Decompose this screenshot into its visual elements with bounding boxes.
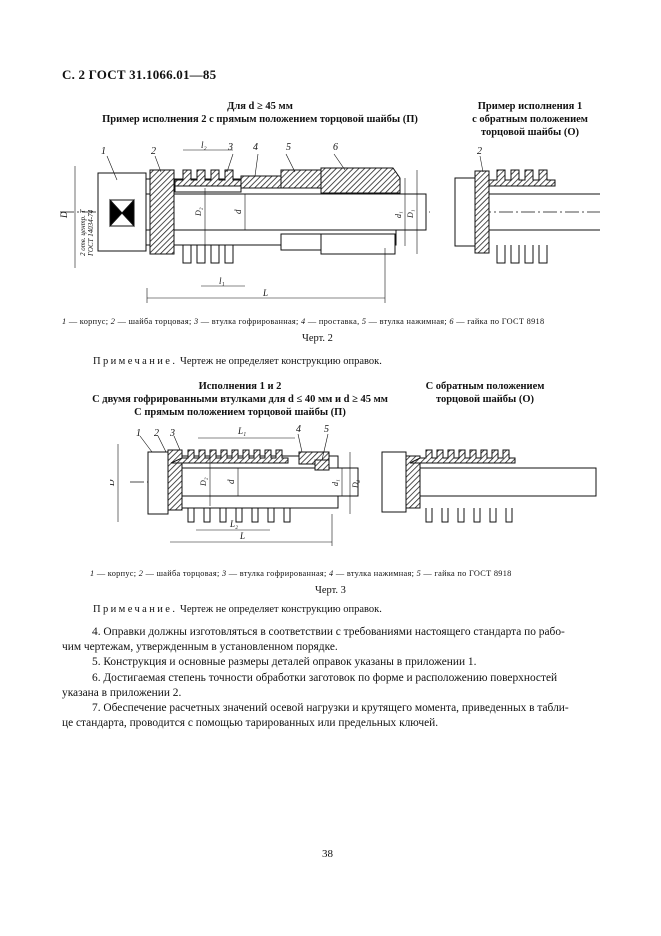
fig2-label-l1: l₁ xyxy=(219,276,225,286)
fig2-caption: Черт. 2 xyxy=(302,333,333,344)
legend-item: 1 — корпус; xyxy=(90,569,139,578)
page-number: 38 xyxy=(322,848,333,860)
fig2-label-d: d xyxy=(233,209,243,214)
note-2: Примечание. Чертеж не определяет констру… xyxy=(93,604,382,615)
fig2-heading-line: Пример исполнения 1 xyxy=(477,101,583,112)
fig3-labels: 1 2 3 4 5 L₁ L₂ L D D₂ d d₁ D₁ xyxy=(110,424,360,541)
legend-item: 5 — гайка по ГОСТ 8918 xyxy=(416,569,512,578)
legend-item: 1 — корпус; xyxy=(62,317,111,326)
fig3-label-L: L xyxy=(239,531,245,541)
fig2-heading-line: с обратным положением xyxy=(472,114,588,125)
fig2-legend: 1 — корпус; 2 — шайба торцовая; 3 — втул… xyxy=(62,317,544,326)
fig2-heading-left: Для d ≥ 45 мм Пример исполнения 2 с прям… xyxy=(95,100,425,126)
fig2-label-cone-std: ГОСТ 14034-74 xyxy=(87,209,95,257)
fig3-label-D: D xyxy=(110,479,116,487)
fig3-legend: 1 — корпус; 2 — шайба торцовая; 3 — втул… xyxy=(90,569,512,578)
fig3-heading-line: С двумя гофрированными втулками для d ≤ … xyxy=(92,394,388,405)
legend-item: 3 — втулка гофрированная; xyxy=(193,317,302,326)
fig2-label-3: 3 xyxy=(227,142,233,153)
fig3-reverse-view xyxy=(381,449,597,523)
legend-item: 4 — втулка нажимная; xyxy=(329,569,417,578)
fig2-heading-right: Пример исполнения 1 с обратным положение… xyxy=(455,100,605,139)
fig3-label-d1: d₁ xyxy=(331,479,340,486)
paragraph-4: 4. Оправки должны изготовляться в соотве… xyxy=(62,626,565,654)
fig2-label-D: D xyxy=(59,211,69,219)
fig3-label-4: 4 xyxy=(296,424,301,435)
fig2-heading-line: Для d ≥ 45 мм xyxy=(227,101,293,112)
legend-item: 6 — гайка по ГОСТ 8918 xyxy=(449,317,545,326)
fig2-label-5: 5 xyxy=(286,142,291,153)
fig3-heading-line: торцовой шайбы (О) xyxy=(435,394,535,405)
fig3-label-3: 3 xyxy=(169,428,175,439)
legend-item: 4 — проставка, xyxy=(301,317,362,326)
fig3-heading-line: С обратным положением xyxy=(425,381,545,392)
fig2-label-L: L xyxy=(262,288,268,298)
fig2-heading-line: торцовой шайбы (О) xyxy=(480,127,580,138)
fig2-label-d1: d₁ xyxy=(394,211,403,218)
fig3-label-d: d xyxy=(226,479,236,484)
fig3-label-L1: L₁ xyxy=(237,426,246,436)
fig2-drawing: 1 2 3 4 5 6 l₂ l₁ L D D₂ d d₁ D₁ 2 отв. … xyxy=(59,140,600,303)
fig2-label-l2: l₂ xyxy=(201,140,207,150)
legend-item: 3 — втулка гофрированная; xyxy=(221,569,330,578)
fig3-label-1: 1 xyxy=(136,428,141,439)
fig2-labels: 1 2 3 4 5 6 l₂ l₁ L D D₂ d d₁ D₁ 2 отв. … xyxy=(59,140,415,298)
body-text: 4. Оправки должны изготовляться в соотве… xyxy=(62,625,602,731)
fig3-label-5: 5 xyxy=(324,424,329,435)
fig3-heading-line: Исполнения 1 и 2 xyxy=(198,381,282,392)
fig2-label-cone: 2 отв. центр. Т xyxy=(79,208,87,256)
page-header: С. 2 ГОСТ 31.1066.01—85 xyxy=(62,67,217,82)
fig3-label-L2: L₂ xyxy=(229,519,238,529)
legend-item: 5 — втулка нажимная; xyxy=(361,317,450,326)
legend-item: 2 — шайба торцовая; xyxy=(138,569,222,578)
fig2-label-2: 2 xyxy=(151,146,156,157)
fig3-label-2: 2 xyxy=(154,428,159,439)
legend-item: 2 — шайба торцовая; xyxy=(110,317,194,326)
fig2-label-1: 1 xyxy=(101,146,106,157)
fig2-main-view xyxy=(60,149,430,303)
paragraph-5: 5. Конструкция и основные размеры детале… xyxy=(92,656,477,669)
fig3-drawing: 1 2 3 4 5 L₁ L₂ L D D₂ d d₁ D₁ xyxy=(110,424,597,546)
fig2-reverse-label-2: 2 xyxy=(477,146,482,157)
fig2-label-D2: D₂ xyxy=(194,207,203,217)
fig3-label-D1: D₁ xyxy=(351,479,360,489)
fig2-label-4: 4 xyxy=(253,142,258,153)
fig2-label-6: 6 xyxy=(333,142,338,153)
fig2-label-D1: D₁ xyxy=(406,209,415,219)
paragraph-7: 7. Обеспечение расчетных значений осевой… xyxy=(62,702,569,730)
fig3-heading-line: С прямым положением торцовой шайбы (П) xyxy=(134,407,346,418)
fig3-main-view xyxy=(117,433,360,546)
fig2-reverse-view xyxy=(454,155,600,264)
fig3-heading-left: Исполнения 1 и 2 С двумя гофрированными … xyxy=(80,380,400,419)
fig3-heading-right: С обратным положением торцовой шайбы (О) xyxy=(410,380,560,406)
note-1: Примечание. Чертеж не определяет констру… xyxy=(93,356,382,367)
paragraph-6: 6. Достигаемая степень точности обработк… xyxy=(62,671,558,699)
fig3-label-D2: D₂ xyxy=(199,477,208,487)
fig3-caption: Черт. 3 xyxy=(315,585,346,596)
fig2-heading-line: Пример исполнения 2 с прямым положением … xyxy=(102,114,418,125)
